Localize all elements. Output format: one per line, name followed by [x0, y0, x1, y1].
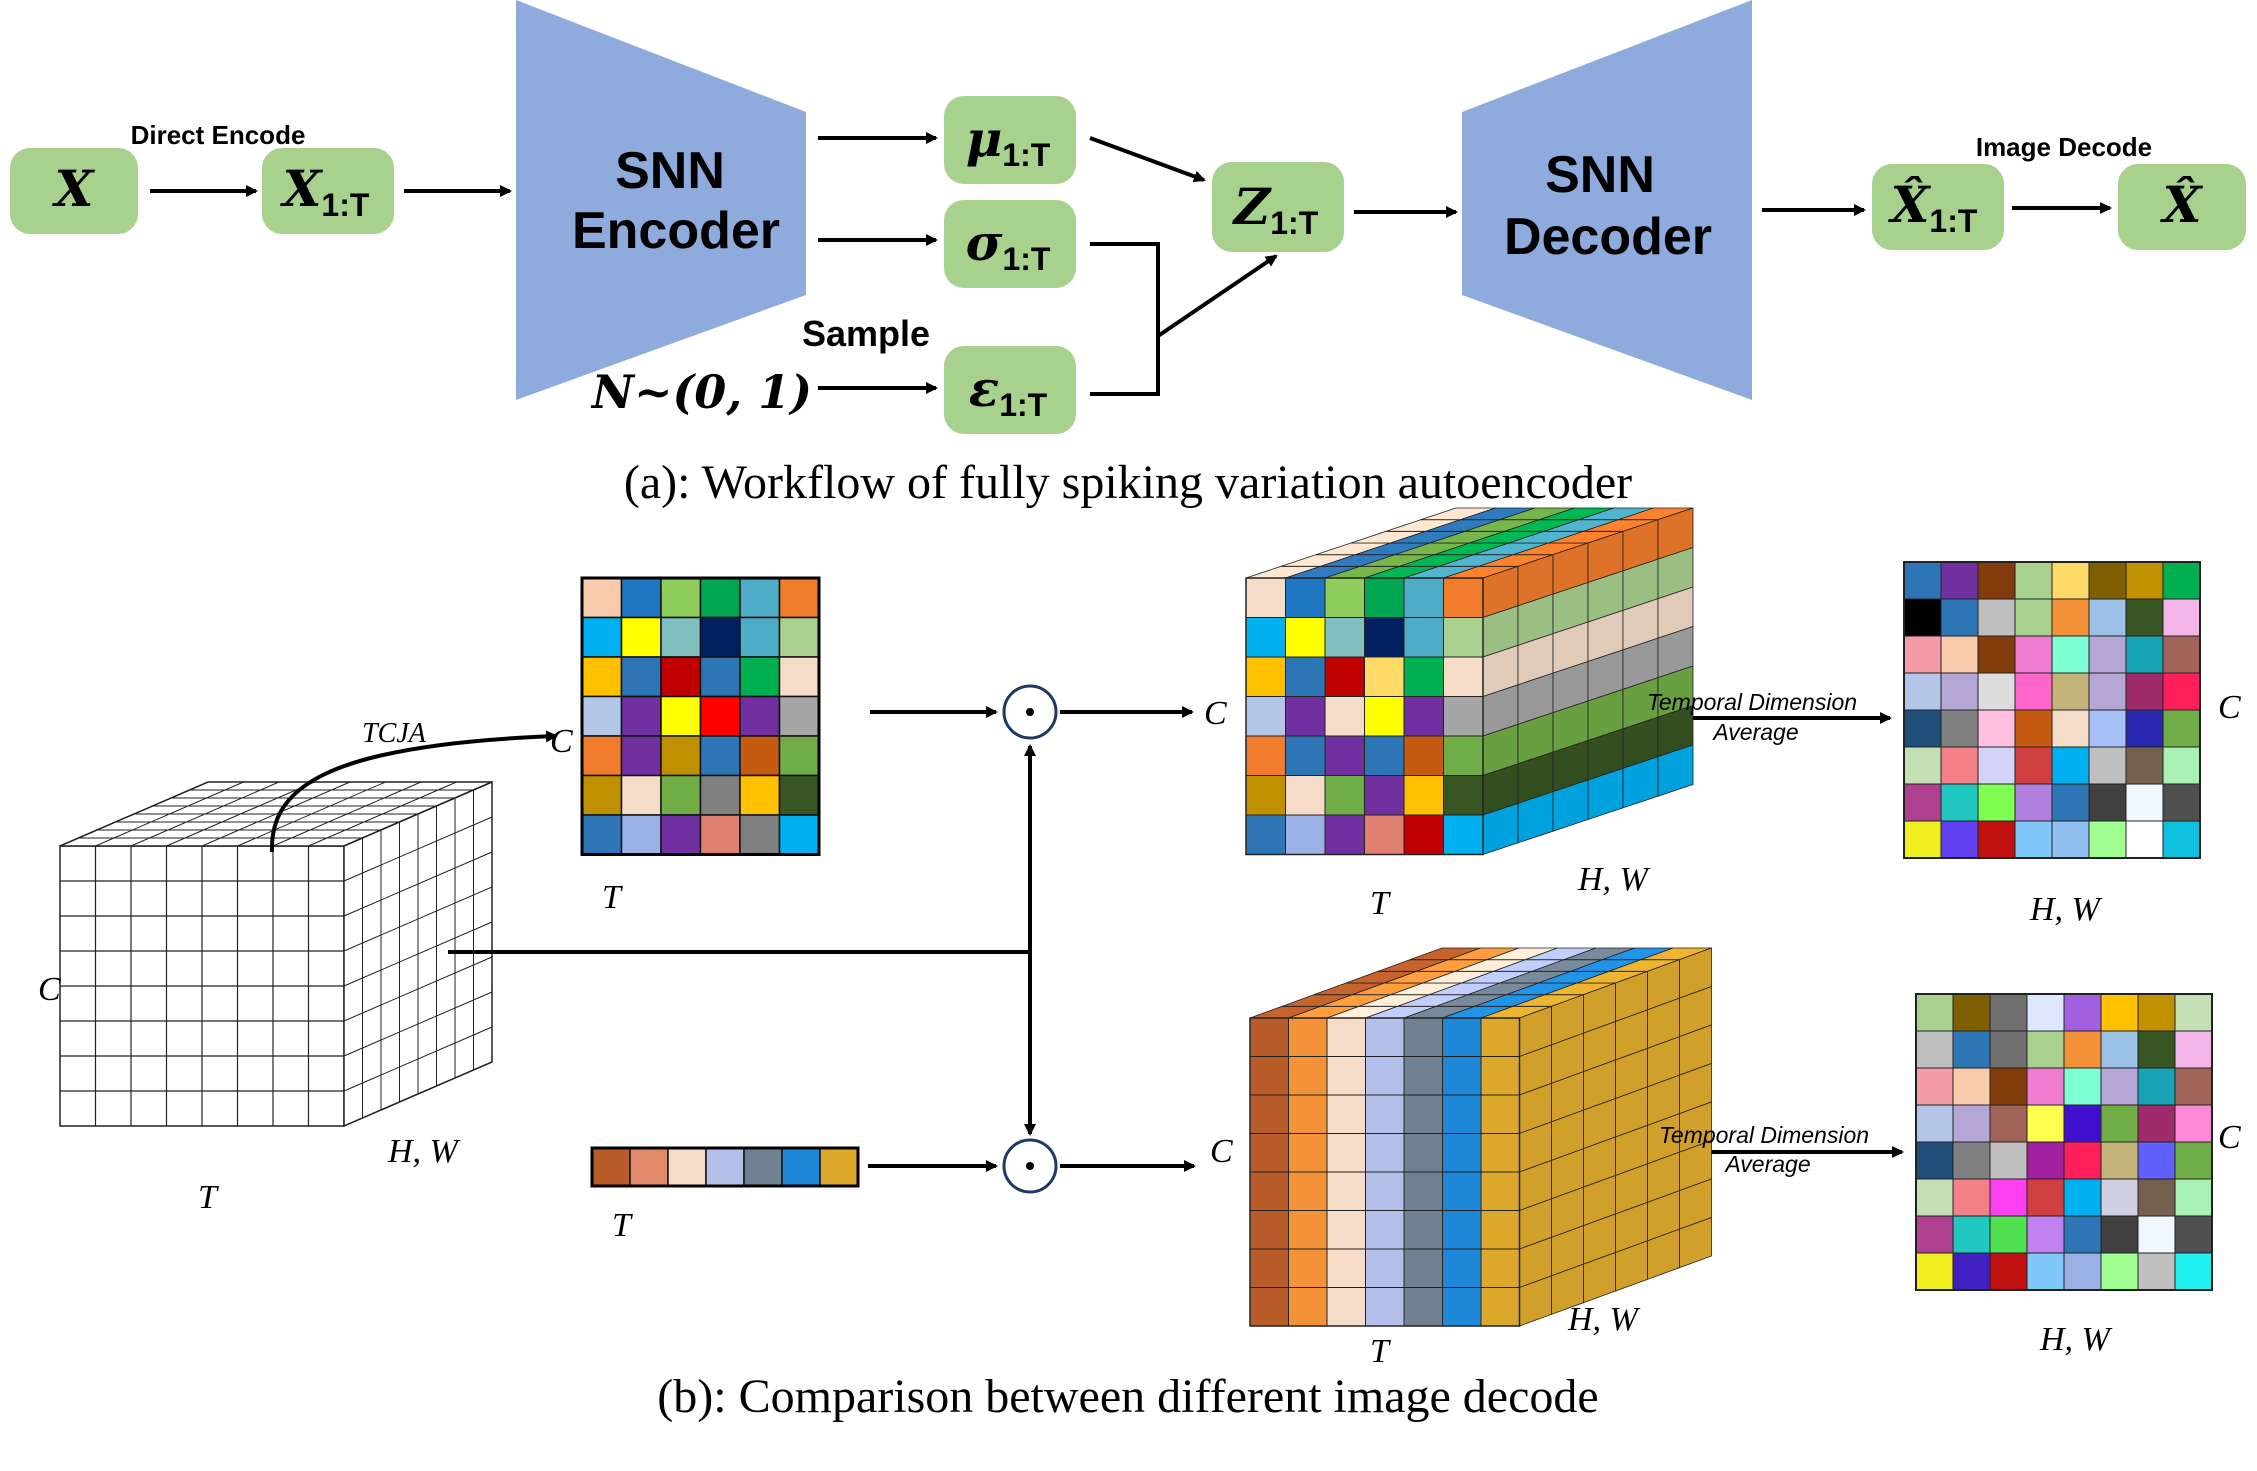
caption-a: (a): Workflow of fully spiking variation…: [624, 456, 1632, 509]
axis-t-input: T: [198, 1179, 219, 1216]
svg-text:ε1:T: ε1:T: [969, 359, 1048, 423]
svg-text:X1:T: X1:T: [280, 159, 370, 223]
axis-hw-out2: H, W: [2039, 1321, 2113, 1358]
svg-text:Z1:T: Z1:T: [1232, 177, 1319, 241]
t-weighted-cube: [1249, 947, 1712, 1327]
tcja-label: TCJA: [362, 718, 427, 749]
axis-c-tcgrid: C: [550, 723, 573, 760]
tc-weighted-cube: [1245, 507, 1694, 856]
axis-t-cube2: T: [1370, 1333, 1391, 1370]
noise-label: N~(0, 1): [590, 365, 812, 419]
axis-hw-out1: H, W: [2029, 891, 2103, 928]
axis-c-out1: C: [2218, 689, 2241, 726]
node-x: X: [10, 148, 138, 234]
node-z: Z1:T: [1212, 162, 1344, 252]
svg-text:Decoder: Decoder: [1504, 208, 1712, 266]
node-epsilon: ε1:T: [944, 346, 1076, 434]
axis-c-cube1: C: [1204, 695, 1227, 732]
output-grid-tc: [1903, 561, 2201, 859]
tcja-arrow: [269, 730, 558, 853]
direct-encode-label: Direct Encode: [131, 120, 306, 150]
sample-label: Sample: [802, 313, 930, 354]
svg-text:Encoder: Encoder: [572, 202, 780, 260]
svg-text:X̂1:T: X̂1:T: [1888, 175, 1978, 239]
image-decode-label: Image Decode: [1976, 132, 2152, 162]
node-xhat: X̂: [2118, 164, 2246, 250]
avg-label-bottom-1: Temporal Dimension: [1659, 1122, 1869, 1148]
node-sigma: σ1:T: [944, 200, 1076, 288]
multiply-top: [1002, 684, 1058, 740]
svg-text:X: X: [52, 159, 96, 218]
workflow-arrows: [150, 132, 2112, 396]
axis-hw-input: H, W: [387, 1133, 461, 1170]
workflow-panel: X X1:T μ1:T σ1:T ε1:T Z1:T X̂1:T X̂: [10, 0, 2246, 509]
node-mu: μ1:T: [944, 96, 1076, 184]
input-tensor-cube: [59, 780, 493, 1128]
svg-text:X̂: X̂: [2160, 175, 2204, 234]
avg-label-bottom-2: Average: [1723, 1151, 1810, 1177]
node-x-1t: X1:T: [262, 148, 394, 234]
axis-hw-cube2: H, W: [1567, 1301, 1641, 1338]
multiply-bottom: [1002, 1138, 1058, 1194]
comparison-panel: C T H, W TCJA C T T: [38, 507, 2241, 1423]
snn-decoder-block: SNN Decoder: [1462, 0, 1752, 400]
axis-t-cube1: T: [1370, 885, 1391, 922]
axis-hw-cube1: H, W: [1577, 861, 1651, 898]
axis-c-cube2: C: [1210, 1133, 1233, 1170]
axis-t-tvec: T: [612, 1207, 633, 1244]
svg-text:μ1:T: μ1:T: [966, 109, 1051, 173]
svg-text:SNN: SNN: [1545, 146, 1655, 204]
t-attention-vector: [590, 1146, 860, 1188]
axis-c-input: C: [38, 971, 61, 1008]
snn-encoder-block: SNN Encoder: [516, 0, 806, 400]
svg-text:SNN: SNN: [615, 142, 725, 200]
output-grid-t: [1915, 993, 2213, 1291]
svg-text:σ1:T: σ1:T: [966, 213, 1051, 277]
axis-t-tcgrid: T: [602, 879, 623, 916]
avg-label-top-2: Average: [1711, 719, 1798, 745]
tc-attention-grid: [580, 576, 821, 856]
caption-b: (b): Comparison between different image …: [657, 1370, 1598, 1423]
avg-label-top-1: Temporal Dimension: [1647, 689, 1857, 715]
node-xhat-1t: X̂1:T: [1872, 164, 2004, 250]
axis-c-out2: C: [2218, 1119, 2241, 1156]
